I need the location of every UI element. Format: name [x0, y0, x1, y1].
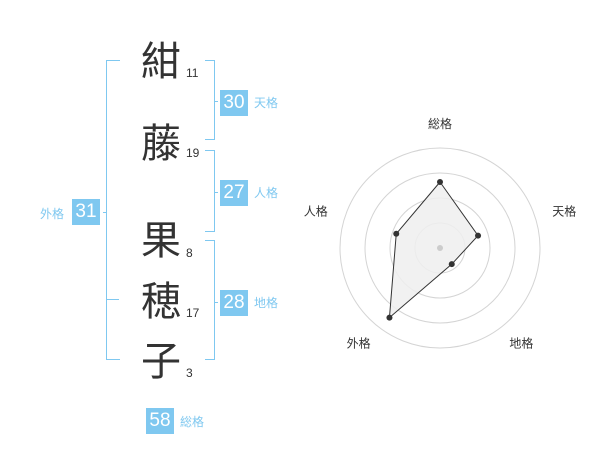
- gaikaku-value-badge: 31: [72, 199, 100, 225]
- radar-center-dot: [437, 245, 443, 251]
- name-char-2: 藤: [141, 121, 181, 167]
- tenkaku-label: 天格: [254, 96, 279, 110]
- stroke-count-4: 17: [186, 306, 200, 320]
- stroke-count-5: 3: [186, 366, 193, 380]
- radar-ring: [364, 172, 516, 324]
- stroke-count-2: 19: [186, 146, 200, 160]
- chikaku-label: 地格: [254, 296, 279, 310]
- chikaku-bracket-tick: [214, 302, 218, 303]
- stroke-count-3: 8: [186, 246, 193, 260]
- radar-ring: [339, 147, 541, 349]
- gaikaku-label: 外格: [40, 207, 65, 221]
- gaikaku-bracket-tick: [103, 212, 106, 213]
- chikaku-value-badge: 28: [220, 290, 248, 316]
- radar-point-4: [386, 314, 393, 321]
- jinkaku-bracket: [205, 150, 215, 232]
- name-char-4: 穂: [141, 279, 181, 325]
- radar-data-area: [388, 181, 479, 319]
- name-char-3: 果: [141, 218, 181, 264]
- stroke-count-1: 11: [186, 66, 199, 80]
- radar-axis-label-3: 地格: [509, 335, 533, 350]
- radar-point-5: [393, 230, 400, 237]
- tenkaku-bracket: [205, 60, 215, 140]
- jinkaku-label: 人格: [254, 186, 279, 200]
- soukaku-value-badge: 58: [146, 408, 174, 434]
- tenkaku-bracket-tick: [214, 101, 218, 102]
- gaikaku-bracket: [106, 60, 120, 360]
- radar-point-1: [437, 179, 443, 185]
- radar-axis-label-5: 人格: [304, 204, 328, 219]
- radar-point-2: [475, 232, 482, 239]
- name-char-5: 子: [141, 339, 181, 385]
- gaikaku-bracket-divider: [106, 299, 119, 300]
- jinkaku-value-badge: 27: [220, 180, 248, 206]
- tenkaku-value-badge: 30: [220, 90, 248, 116]
- radar-axis-label-1: 総格: [428, 116, 452, 131]
- soukaku-label: 総格: [180, 415, 205, 429]
- radar-axis-label-4: 外格: [347, 335, 371, 350]
- name-char-1: 紺: [141, 39, 181, 85]
- radar-axis-label-2: 天格: [552, 204, 576, 219]
- radar-point-3: [448, 261, 455, 268]
- jinkaku-bracket-tick: [214, 192, 218, 193]
- chikaku-bracket: [205, 240, 215, 360]
